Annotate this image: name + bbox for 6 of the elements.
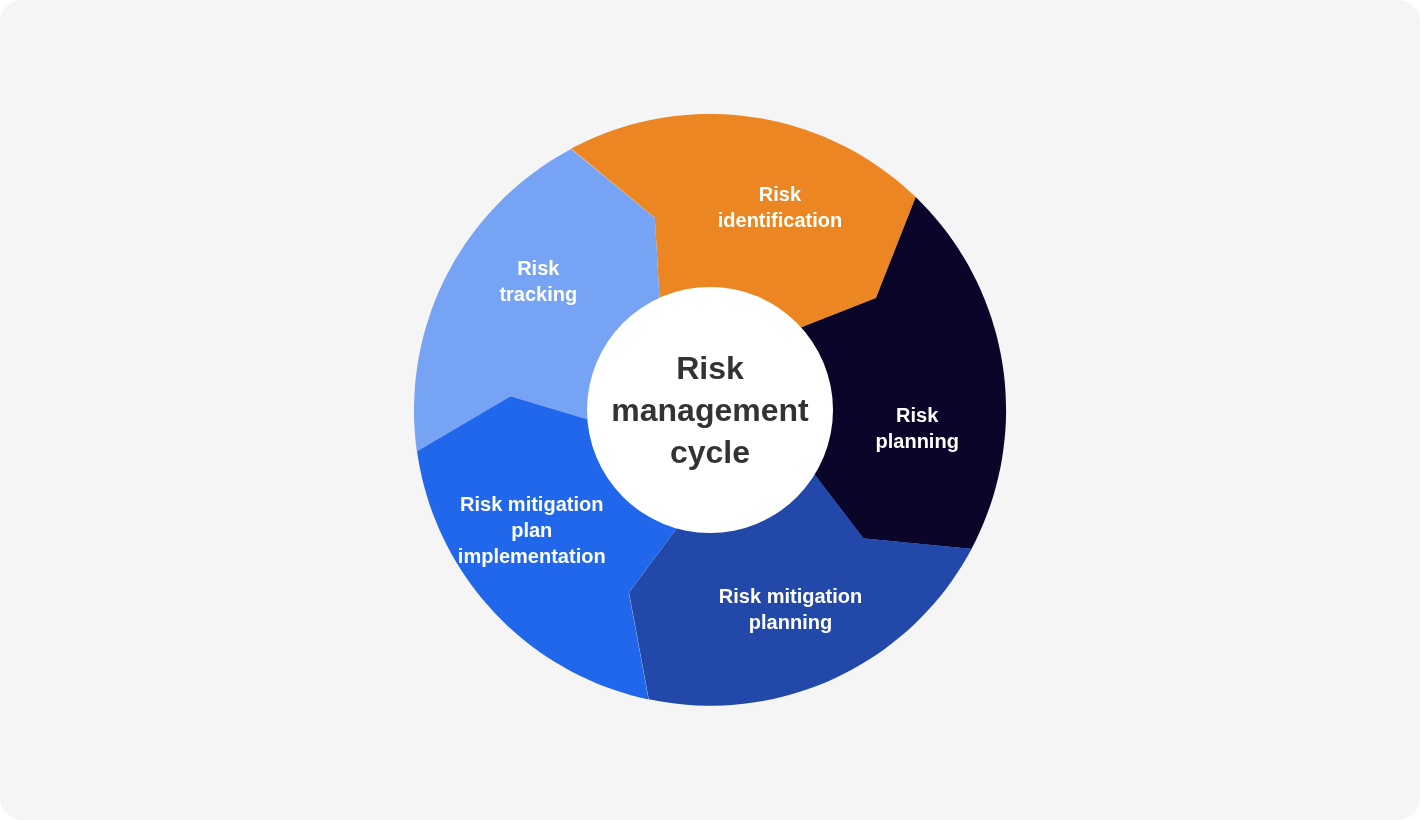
step-label: Risk mitigation plan implementation xyxy=(456,492,607,570)
step-label: Risk identification xyxy=(716,181,844,233)
step-label: Risk mitigation planning xyxy=(717,584,864,636)
step-label: Risk planning xyxy=(874,403,960,455)
cycle-title: Risk management cycle xyxy=(610,349,810,472)
step-label: Risk tracking xyxy=(498,255,579,307)
